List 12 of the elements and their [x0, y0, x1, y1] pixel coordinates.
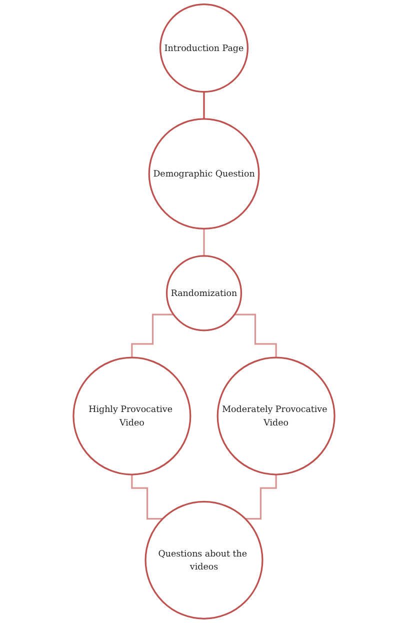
connector: [234, 314, 277, 358]
connector: [203, 90, 205, 120]
node-circle: Moderately Provocative Video: [216, 356, 336, 476]
connector: [245, 474, 277, 520]
node-circle: Questions about the videos: [144, 500, 264, 620]
node-circle: Demographic Question: [148, 118, 260, 230]
connector: [203, 228, 205, 257]
node-circle: Highly Provocative Video: [72, 356, 192, 476]
connector: [131, 314, 174, 358]
node-circle: Randomization: [166, 255, 242, 332]
node-circle: Introduction Page: [159, 4, 249, 93]
connector: [131, 474, 163, 520]
